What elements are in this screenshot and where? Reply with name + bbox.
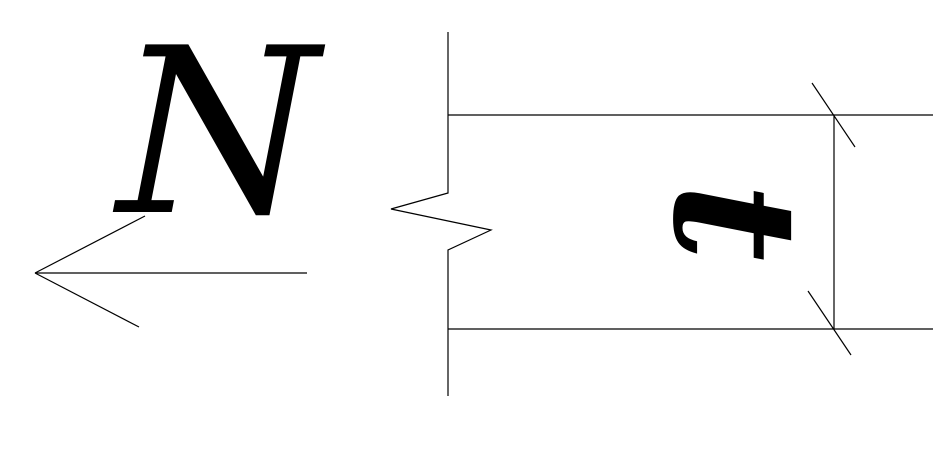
arrow-head-upper xyxy=(34,215,146,274)
plate xyxy=(390,32,933,396)
thickness-dimension xyxy=(807,82,856,356)
force-arrow xyxy=(34,215,307,328)
force-label: N xyxy=(112,0,325,267)
thickness-label: t xyxy=(635,183,835,262)
break-line xyxy=(390,32,493,396)
arrow-head-lower xyxy=(34,272,140,328)
dimension-tick-top xyxy=(811,82,856,148)
dimension-tick-bottom xyxy=(807,290,852,356)
